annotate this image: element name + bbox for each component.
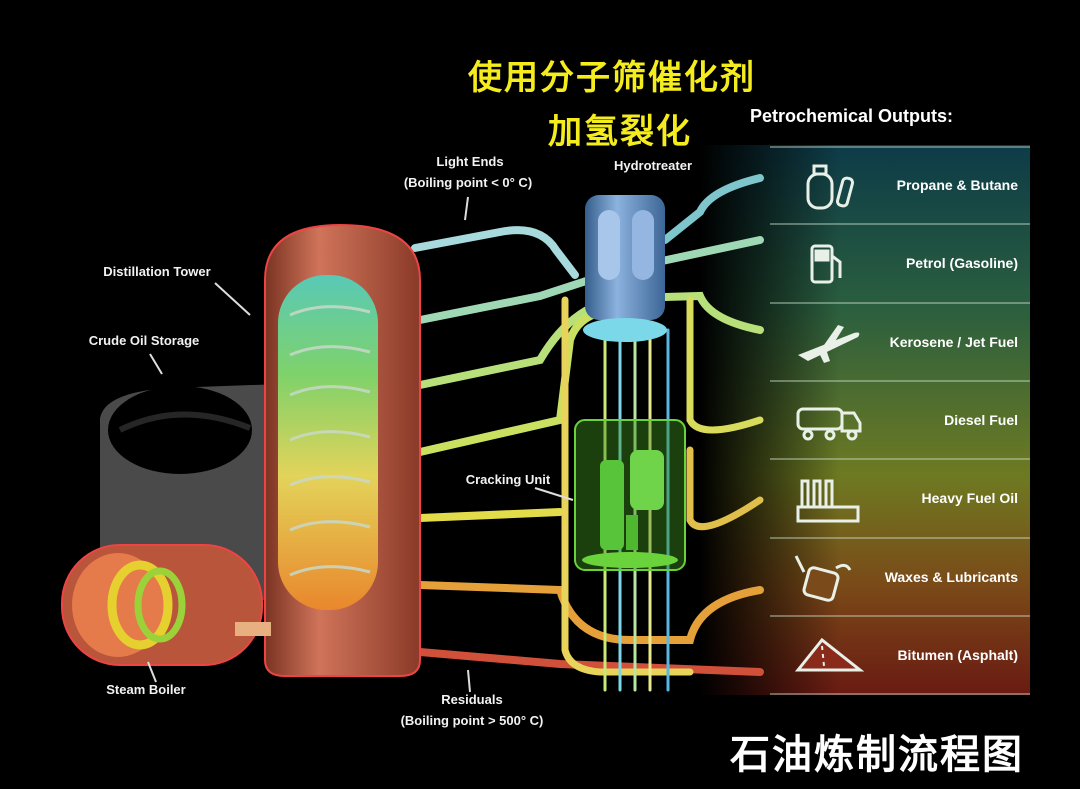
- residuals-boiling-point: (Boiling point > 500° C): [400, 713, 544, 728]
- road-icon: [794, 637, 864, 672]
- residuals-label: Residuals: [441, 692, 503, 707]
- output-label: Diesel Fuel: [944, 412, 1018, 428]
- hydrotreater-unit: [583, 195, 667, 342]
- outputs-dividers: [770, 146, 1030, 695]
- footer-title: 石油炼制流程图: [730, 732, 1024, 778]
- cracking-unit-label: Cracking Unit: [465, 472, 551, 487]
- output-row-diesel: Diesel Fuel: [770, 383, 1030, 457]
- output-row-petrol: Petrol (Gasoline): [770, 226, 1030, 300]
- cracking-unit: [574, 419, 686, 571]
- title-line-1: 使用分子筛催化剂: [468, 58, 756, 98]
- outputs-header: Petrochemical Outputs:: [750, 106, 954, 126]
- output-row-kerosene: Kerosene / Jet Fuel: [770, 305, 1030, 379]
- pipes: [411, 174, 764, 692]
- output-label: Heavy Fuel Oil: [921, 490, 1018, 506]
- label-leaders: [147, 196, 574, 693]
- output-label: Petrol (Gasoline): [905, 255, 1018, 271]
- steam-boiler: [61, 544, 271, 666]
- distillation-tower: [264, 223, 421, 677]
- output-row-propane-butane: Propane & Butane: [770, 148, 1030, 222]
- output-label: Waxes & Lubricants: [884, 569, 1018, 585]
- factory-icon: [796, 479, 860, 523]
- truck-icon: [796, 407, 862, 441]
- hydrotreater-label: Hydrotreater: [613, 158, 693, 173]
- light-ends-label: Light Ends: [436, 154, 504, 169]
- light-ends-boiling-point: (Boiling point < 0° C): [403, 175, 533, 190]
- output-label: Kerosene / Jet Fuel: [889, 334, 1018, 350]
- distillation-tower-label: Distillation Tower: [103, 264, 211, 279]
- output-label: Propane & Butane: [896, 177, 1018, 193]
- airplane-icon: [798, 325, 860, 363]
- steam-boiler-label: Steam Boiler: [106, 682, 186, 697]
- crude-oil-storage-label: Crude Oil Storage: [88, 333, 200, 348]
- output-row-heavy-fuel-oil: Heavy Fuel Oil: [770, 461, 1030, 535]
- gas-cylinder-icon: [806, 164, 855, 210]
- output-row-bitumen: Bitumen (Asphalt): [770, 618, 1030, 692]
- oil-can-icon: [794, 555, 852, 602]
- fuel-pump-icon: [810, 244, 842, 284]
- output-row-waxes-lubricants: Waxes & Lubricants: [770, 540, 1030, 614]
- title-line-2: 加氢裂化: [548, 112, 692, 152]
- output-label: Bitumen (Asphalt): [897, 647, 1018, 663]
